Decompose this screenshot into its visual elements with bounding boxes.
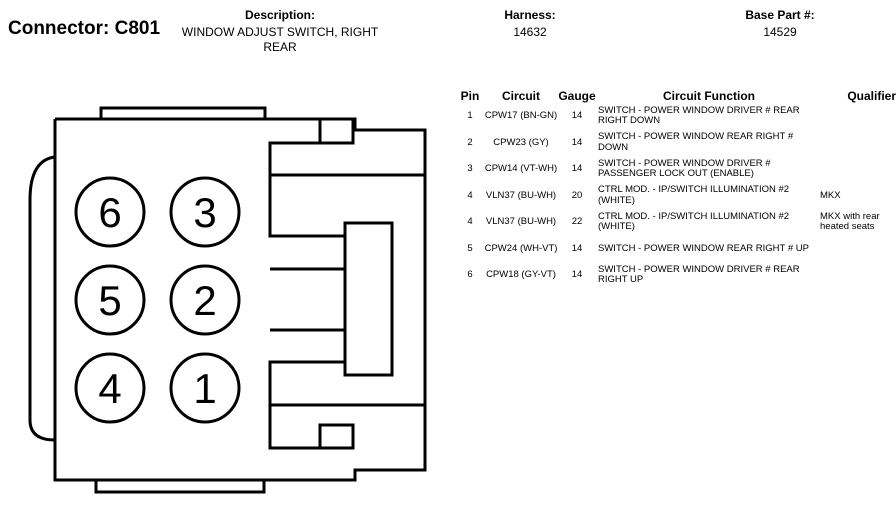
function-cell: SWITCH - POWER WINDOW DRIVER # REAR RIGH… <box>598 104 800 127</box>
bottom-latch <box>94 480 266 494</box>
pin-cell: 3 <box>467 163 473 174</box>
qualifier-cell <box>820 130 896 157</box>
pin-cell: 6 <box>467 269 473 280</box>
table-row: 4 VLN37 (BU-WH) 22 CTRL MOD. - IP/SWITCH… <box>456 209 896 236</box>
pin-number-label: 6 <box>98 189 121 236</box>
pin-cell: 2 <box>467 136 473 148</box>
gauge-cell: 14 <box>571 110 583 121</box>
pin-cell: 5 <box>467 242 473 254</box>
table-row: 6 CPW18 (GY-VT) 14 SWITCH - POWER WINDOW… <box>456 262 896 289</box>
col-circuit: Circuit <box>501 89 540 103</box>
base-part-value: 14529 <box>763 25 797 39</box>
pin-cavity-group: 6 3 5 2 4 1 <box>74 176 241 424</box>
table-row: 3 CPW14 (VT-WH) 14 SWITCH - POWER WINDOW… <box>456 156 896 183</box>
harness-label: Harness: <box>504 8 556 22</box>
pin-cavity <box>74 176 146 248</box>
gauge-cell: 22 <box>571 216 583 227</box>
circuit-cell: CPW14 (VT-WH) <box>484 163 558 174</box>
pin-cell: 4 <box>467 189 473 201</box>
pin-cell: 4 <box>467 216 473 227</box>
function-cell: SWITCH - POWER WINDOW DRIVER # PASSENGER… <box>598 157 771 180</box>
circuit-cell: CPW17 (BN-GN) <box>484 110 558 121</box>
circuit-cell: VLN37 (BU-WH) <box>485 189 557 201</box>
pin-number-label: 1 <box>193 365 216 412</box>
top-latch <box>99 106 267 119</box>
function-cell: SWITCH - POWER WINDOW DRIVER # REAR RIGH… <box>598 263 800 286</box>
qualifier-cell <box>820 262 896 289</box>
function-cell: CTRL MOD. - IP/SWITCH ILLUMINATION #2 (W… <box>598 184 790 206</box>
table-row: 1 CPW17 (BN-GN) 14 SWITCH - POWER WINDOW… <box>456 103 896 130</box>
pin-table: Pin Circuit Gauge Circuit Function Quali… <box>456 87 896 289</box>
pin-cavity <box>74 264 146 336</box>
pin-number-label: 4 <box>98 365 121 412</box>
function-cell: SWITCH - POWER WINDOW REAR RIGHT # UP <box>598 242 809 254</box>
right-rib <box>268 175 394 405</box>
connector-title: Connector: C801 <box>8 18 161 39</box>
description-label: Description: <box>244 8 315 22</box>
col-pin: Pin <box>460 89 480 103</box>
description-value: WINDOW ADJUST SWITCH, RIGHT REAR <box>181 25 379 54</box>
pin-cavity <box>169 176 241 248</box>
pin-table-header: Pin Circuit Gauge Circuit Function Quali… <box>456 87 896 103</box>
qualifier-cell <box>820 156 896 183</box>
table-row: 4 VLN37 (BU-WH) 20 CTRL MOD. - IP/SWITCH… <box>456 183 896 210</box>
right-rib-inner <box>270 236 347 362</box>
pin-number-label: 5 <box>98 277 121 324</box>
base-part-label: Base Part #: <box>745 8 815 22</box>
function-cell: SWITCH - POWER WINDOW REAR RIGHT # DOWN <box>598 131 794 153</box>
col-circuit-function: Circuit Function <box>663 89 755 103</box>
pin-cell: 1 <box>467 110 473 121</box>
gauge-cell: 20 <box>571 189 583 201</box>
gauge-cell: 14 <box>571 136 583 148</box>
qualifier-cell <box>820 103 896 130</box>
pin-cavity <box>169 352 241 424</box>
function-cell: CTRL MOD. - IP/SWITCH ILLUMINATION #2 (W… <box>598 210 790 233</box>
table-row: 2 CPW23 (GY) 14 SWITCH - POWER WINDOW RE… <box>456 130 896 157</box>
left-latch <box>28 155 56 442</box>
pin-cavity <box>74 352 146 424</box>
pin-cavity <box>169 264 241 336</box>
gauge-cell: 14 <box>571 163 583 174</box>
table-row: 5 CPW24 (WH-VT) 14 SWITCH - POWER WINDOW… <box>456 236 896 263</box>
qualifier-cell: MKX <box>820 189 841 201</box>
circuit-cell: CPW23 (GY) <box>493 136 549 148</box>
col-qualifier: Qualifier <box>847 89 896 103</box>
qualifier-cell: MKX with rear heated seats <box>820 210 880 233</box>
circuit-cell: VLN37 (BU-WH) <box>485 216 557 227</box>
harness-value: 14632 <box>513 25 547 39</box>
pin-number-label: 2 <box>193 277 216 324</box>
circuit-cell: CPW24 (WH-VT) <box>484 242 558 254</box>
qualifier-cell <box>820 236 896 263</box>
pin-number-label: 3 <box>193 189 216 236</box>
gauge-cell: 14 <box>571 242 583 254</box>
gauge-cell: 14 <box>571 269 583 280</box>
col-gauge: Gauge <box>558 89 596 103</box>
circuit-cell: CPW18 (GY-VT) <box>486 269 556 280</box>
